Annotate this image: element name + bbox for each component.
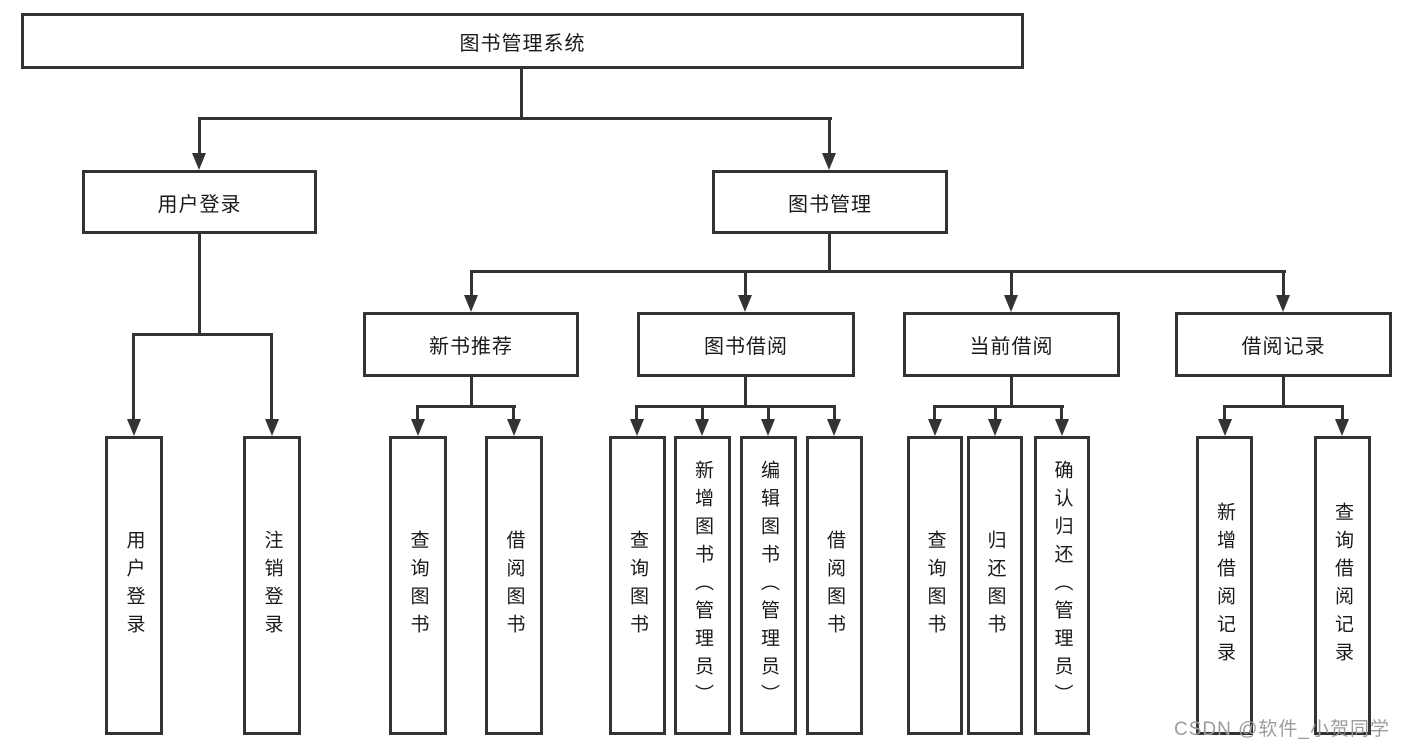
arrowhead-icon (1055, 419, 1069, 436)
connector-line (1060, 405, 1063, 419)
node-label: 查询借阅记录 (1332, 501, 1353, 670)
connector-line (635, 405, 836, 408)
node-query-borrow-record: 查询借阅记录 (1314, 436, 1371, 735)
connector-line (828, 117, 831, 153)
connector-line (1223, 405, 1344, 408)
connector-line (132, 333, 273, 336)
connector-line (994, 405, 997, 419)
arrowhead-icon (192, 153, 206, 170)
connector-line (635, 405, 638, 419)
node-label: 编辑图书（管理员） (758, 459, 779, 712)
node-label: 新增借阅记录 (1214, 501, 1235, 670)
node-book-borrowing: 图书借阅 (637, 312, 855, 377)
node-query-book-borrowing: 查询图书 (609, 436, 666, 735)
node-label: 图书管理 (788, 193, 872, 216)
node-new-book-recommendation: 新书推荐 (363, 312, 579, 377)
arrowhead-icon (928, 419, 942, 436)
arrowhead-icon (1004, 295, 1018, 312)
connector-line (512, 405, 515, 419)
arrowhead-icon (695, 419, 709, 436)
csdn-watermark: CSDN @软件_小贺同学 (1174, 719, 1390, 740)
arrowhead-icon (411, 419, 425, 436)
connector-line (701, 405, 704, 419)
node-label: 注销登录 (261, 529, 283, 642)
connector-line (1282, 270, 1285, 295)
connector-line (833, 405, 836, 419)
arrowhead-icon (988, 419, 1002, 436)
node-label: 图书管理系统 (459, 32, 586, 55)
arrowhead-icon (1276, 295, 1290, 312)
arrowhead-icon (127, 419, 141, 436)
arrowhead-icon (464, 295, 478, 312)
node-logout: 注销登录 (243, 436, 301, 735)
connector-line (270, 333, 273, 419)
connector-line (767, 405, 770, 419)
node-borrowing-records: 借阅记录 (1175, 312, 1392, 377)
node-label: 查询图书 (924, 529, 946, 642)
node-add-book-admin: 新增图书（管理员） (674, 436, 731, 735)
node-borrow-book-borrowing: 借阅图书 (806, 436, 863, 735)
connector-line (1282, 377, 1285, 408)
connector-line (933, 405, 1064, 408)
node-query-book-recommend: 查询图书 (389, 436, 447, 735)
connector-line (744, 270, 747, 295)
connector-line (198, 233, 201, 336)
node-borrow-book-recommend: 借阅图书 (485, 436, 543, 735)
node-confirm-return-admin: 确认归还（管理员） (1034, 436, 1090, 735)
connector-line (416, 405, 516, 408)
connector-line (132, 333, 135, 419)
node-current-borrowing: 当前借阅 (903, 312, 1120, 377)
node-return-book: 归还图书 (967, 436, 1023, 735)
connector-line (744, 377, 747, 408)
node-add-borrow-record: 新增借阅记录 (1196, 436, 1253, 735)
arrowhead-icon (761, 419, 775, 436)
arrowhead-icon (827, 419, 841, 436)
connector-line (470, 270, 1286, 273)
connector-line (198, 117, 832, 120)
node-edit-book-admin: 编辑图书（管理员） (740, 436, 797, 735)
connector-line (470, 270, 473, 295)
node-user-login-branch: 用户登录 (82, 170, 317, 234)
arrowhead-icon (1335, 419, 1349, 436)
node-label: 归还图书 (984, 529, 1006, 642)
node-label: 用户登录 (157, 193, 242, 216)
node-label: 查询图书 (627, 529, 648, 642)
connector-line (520, 69, 523, 118)
arrowhead-icon (738, 295, 752, 312)
node-label: 借阅记录 (1241, 336, 1326, 358)
connector-line (828, 233, 831, 273)
node-label: 查询图书 (407, 529, 429, 642)
connector-line (198, 117, 201, 153)
node-label: 图书借阅 (704, 336, 788, 358)
connector-line (1010, 377, 1013, 408)
arrowhead-icon (507, 419, 521, 436)
node-label: 借阅图书 (503, 529, 525, 642)
arrowhead-icon (1218, 419, 1232, 436)
connector-line (470, 377, 473, 408)
node-label: 当前借阅 (969, 336, 1054, 358)
arrowhead-icon (822, 153, 836, 170)
arrowhead-icon (265, 419, 279, 436)
node-label: 确认归还（管理员） (1051, 459, 1073, 712)
connector-line (1341, 405, 1344, 419)
node-book-management: 图书管理 (712, 170, 948, 234)
node-label: 新书推荐 (429, 336, 513, 358)
connector-line (1223, 405, 1226, 419)
node-query-book-current: 查询图书 (907, 436, 963, 735)
connector-line (933, 405, 936, 419)
node-root-system: 图书管理系统 (21, 13, 1024, 69)
connector-line (416, 405, 419, 419)
arrowhead-icon (630, 419, 644, 436)
node-label: 用户登录 (123, 529, 145, 642)
node-label: 新增图书（管理员） (692, 459, 713, 712)
node-user-login-leaf: 用户登录 (105, 436, 163, 735)
connector-line (1010, 270, 1013, 295)
node-label: 借阅图书 (824, 529, 845, 642)
